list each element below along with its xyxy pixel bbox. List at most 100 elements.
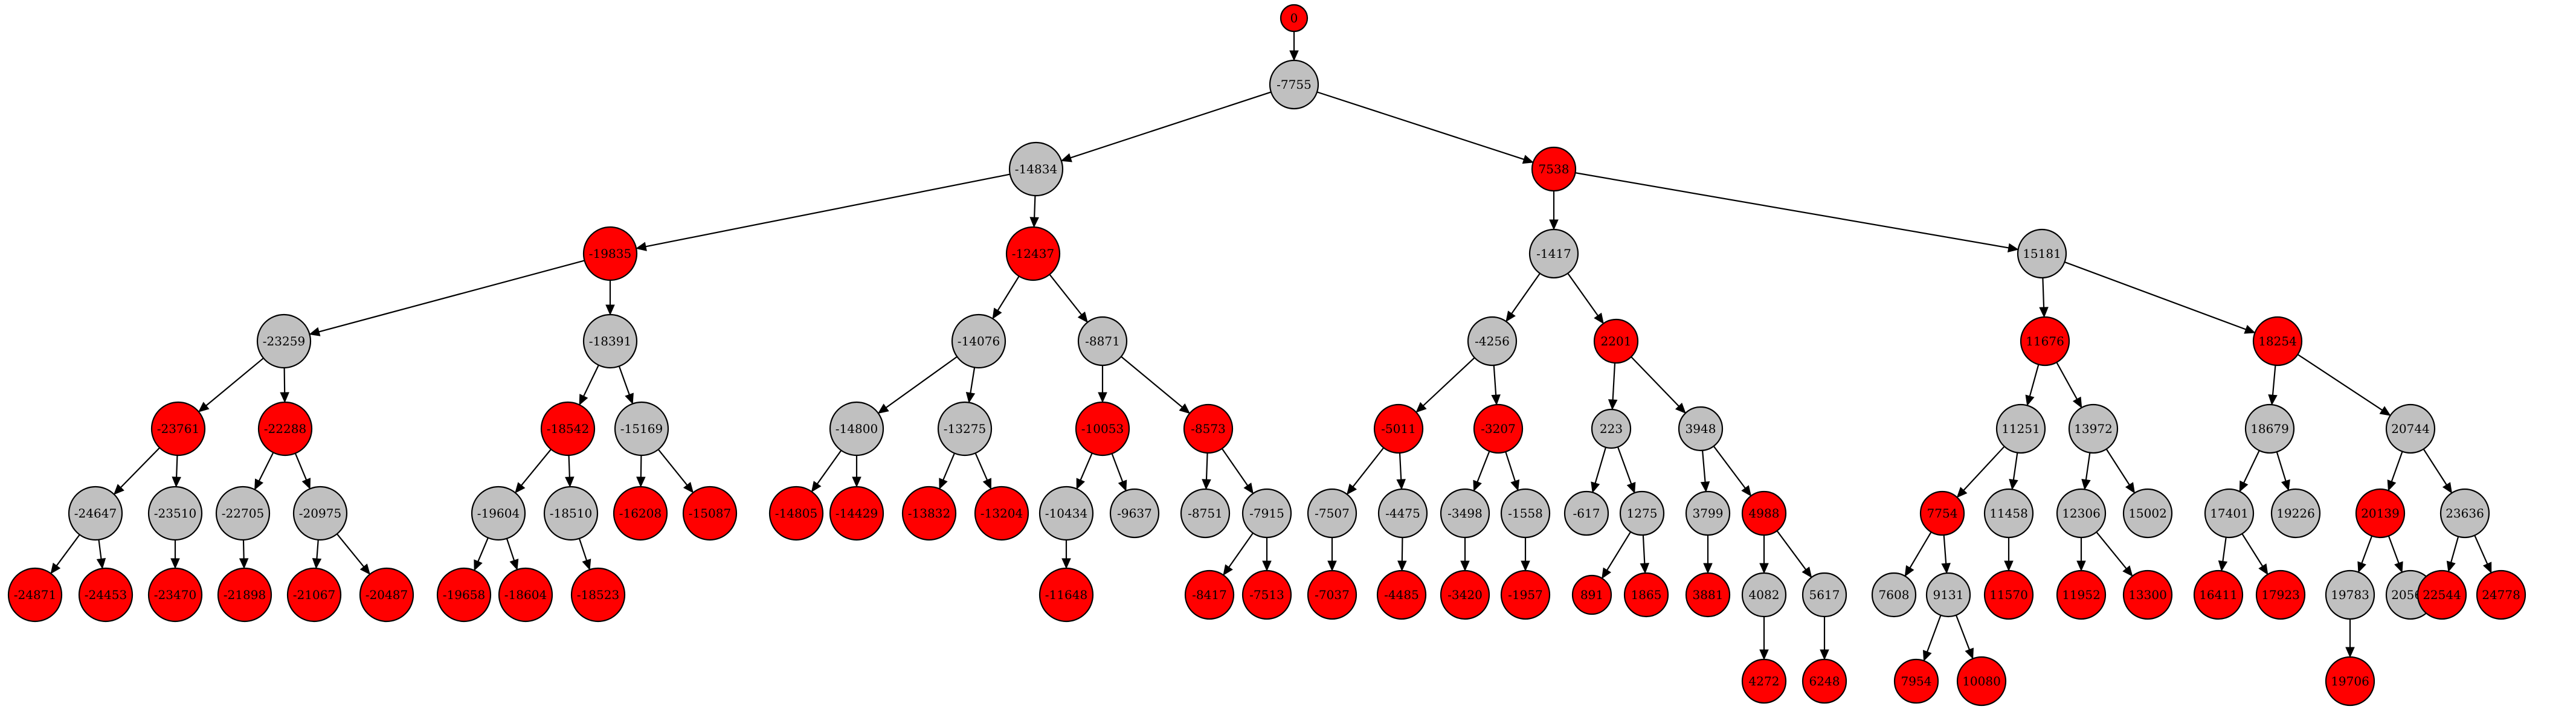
node-circle-red <box>682 486 738 541</box>
edge-n63-n95 <box>2474 535 2488 565</box>
arrowhead-n40 <box>811 481 822 493</box>
node-circle-red <box>286 567 342 623</box>
edge-n55-n84 <box>1776 530 1806 570</box>
node-label: -1417 <box>1536 246 1571 261</box>
node-circle-gray <box>2325 569 2375 620</box>
tree-node: 11458 <box>1983 488 2034 539</box>
arrowhead-n31 <box>2379 406 2391 416</box>
node-circle-gray <box>1440 488 1490 539</box>
arrowhead-n23 <box>1179 403 1191 414</box>
arrowhead-n51 <box>1510 479 1520 492</box>
node-label: -3207 <box>1481 422 1516 436</box>
tree-node: 13300 <box>2122 569 2173 620</box>
node-label: -15087 <box>689 506 731 521</box>
tree-node: -7513 <box>1241 569 1292 620</box>
node-label: 15002 <box>2128 506 2167 521</box>
node-label: -18510 <box>550 506 592 521</box>
node-circle-gray <box>1678 406 1724 452</box>
node-circle-red <box>2122 569 2173 620</box>
edge-n28-n56 <box>1963 446 2005 491</box>
arrowhead-n58 <box>2081 478 2091 490</box>
edge-n25-n51 <box>1505 451 1516 482</box>
node-label: 18679 <box>2250 422 2289 436</box>
arrowhead-n49 <box>1396 479 1406 490</box>
arrowhead-n10 <box>992 307 1002 319</box>
node-circle-red <box>582 226 638 281</box>
node-label: -12437 <box>1012 246 1054 261</box>
edge-n24-n49 <box>1399 452 1402 480</box>
edge-n31-n63 <box>2423 449 2447 486</box>
node-label: 7538 <box>1539 162 1570 176</box>
node-label: -23470 <box>154 588 196 602</box>
arrowhead-n53 <box>1626 482 1636 494</box>
arrowhead-n57 <box>2009 478 2018 490</box>
node-circle-gray <box>2204 488 2255 539</box>
tree-node: -5011 <box>1373 403 1424 454</box>
node-label: 23636 <box>2446 506 2484 521</box>
node-label: 5617 <box>1809 588 1840 602</box>
arrowhead-n16 <box>198 402 210 412</box>
edge-n13-n26 <box>1612 362 1616 400</box>
arrowhead-n77 <box>1397 560 1407 572</box>
tree-node: 18254 <box>2252 316 2303 367</box>
arrowhead-n9 <box>605 304 615 316</box>
tree-node: 5617 <box>1802 572 1847 618</box>
tree-node: 10080 <box>1956 656 2007 707</box>
edge-n35-n69 <box>336 533 364 568</box>
arrowhead-n30 <box>2268 394 2278 406</box>
edge-n21-n43 <box>974 452 988 481</box>
arrowhead-n32 <box>113 484 124 495</box>
edge-n5-n10 <box>997 275 1020 311</box>
edge-n32-n65 <box>98 539 102 559</box>
node-label: -7755 <box>1277 77 1312 92</box>
edge-n17-n34 <box>258 452 274 481</box>
arrowhead-n46 <box>1202 479 1211 490</box>
node-circle-red <box>974 486 1029 541</box>
edge-n30-n61 <box>2276 451 2287 481</box>
tree-node: 13972 <box>2068 403 2119 454</box>
arrowhead-n74 <box>1223 564 1233 576</box>
node-circle-red <box>613 486 668 541</box>
edge-n14-n28 <box>2029 364 2040 397</box>
node-circle-gray <box>614 401 669 457</box>
node-circle-red <box>829 486 884 541</box>
edge-n32-n64 <box>56 534 80 566</box>
tree-node: 15181 <box>2017 228 2067 279</box>
edge-n86-n99 <box>1955 615 1970 650</box>
edge-n27-n54 <box>1701 450 1706 483</box>
edge-n2-n5 <box>1034 195 1036 218</box>
arrowhead-n56 <box>1956 487 1968 498</box>
tree-node: 7754 <box>1919 490 1965 536</box>
tree-node: -23761 <box>150 401 206 457</box>
node-circle-red <box>1500 569 1551 620</box>
node-circle-gray <box>1109 488 1160 539</box>
arrowhead-n94 <box>2446 560 2456 572</box>
node-label: -18604 <box>504 588 547 602</box>
node-circle-gray <box>543 486 599 541</box>
edge-n8-n16 <box>205 358 264 406</box>
edge-n29-n58 <box>2085 452 2091 480</box>
arrowhead-n15 <box>2244 325 2256 334</box>
edge-n23-n46 <box>1205 452 1208 480</box>
edge-n26-n52 <box>1594 447 1607 484</box>
tree-node: -13275 <box>937 401 993 457</box>
arrowhead-n98 <box>1922 650 1932 662</box>
edge-n6-n12 <box>1511 273 1541 314</box>
arrowhead-n21 <box>965 392 976 403</box>
edge-n86-n98 <box>1927 615 1942 652</box>
arrowhead-n99 <box>1965 647 1974 659</box>
arrowhead-n75 <box>1262 560 1272 572</box>
node-label: 7754 <box>1927 506 1958 521</box>
tree-node: 17401 <box>2204 488 2255 539</box>
node-label: 3948 <box>1686 422 1716 436</box>
arrowhead-n84 <box>1802 566 1812 579</box>
node-label: -8417 <box>1192 588 1227 602</box>
edge-n35-n68 <box>316 539 319 559</box>
arrowhead-n89 <box>2122 565 2133 577</box>
edge-n3-n7 <box>1575 172 2009 249</box>
node-label: 20139 <box>2361 506 2400 521</box>
node-label: 4988 <box>1749 506 1780 521</box>
arrowhead-n83 <box>1759 563 1769 574</box>
node-label: 17401 <box>2210 506 2249 521</box>
arrowhead-n20 <box>877 403 889 414</box>
